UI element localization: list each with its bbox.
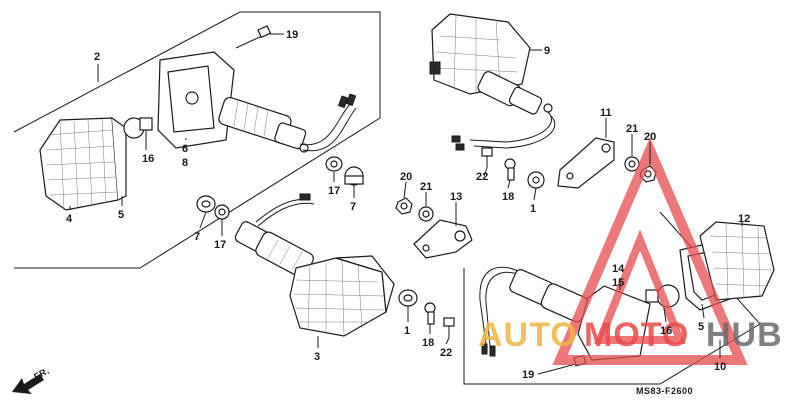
callout-18-lower: 18 <box>422 337 434 349</box>
front-left-bulb <box>123 117 153 150</box>
collar-7-left <box>196 195 216 213</box>
callout-8: 8 <box>182 157 188 169</box>
leader-lines <box>69 49 743 375</box>
part-code: MS83-F2600 <box>636 386 693 396</box>
callout-18-upper: 18 <box>502 191 514 203</box>
callout-17-top: 17 <box>328 185 340 197</box>
bolt-18-upper <box>504 158 516 181</box>
callout-13: 13 <box>450 191 462 203</box>
callout-20-lower: 20 <box>400 171 412 183</box>
callout-12: 12 <box>738 213 750 225</box>
callout-10: 10 <box>714 361 726 373</box>
front-left-housing <box>157 51 357 153</box>
callout-4: 4 <box>66 213 73 225</box>
svg-text:MOTO: MOTO <box>584 316 689 354</box>
callout-16-left: 16 <box>142 153 154 165</box>
bracket-11 <box>557 137 615 189</box>
front-direction-marker: FR. <box>12 365 51 394</box>
svg-text:AUTO: AUTO <box>478 316 578 354</box>
callout-11: 11 <box>600 107 612 119</box>
assembly-2-outline <box>13 11 381 269</box>
callout-5-left: 5 <box>118 209 124 221</box>
rear-left-indicator <box>234 193 395 337</box>
bolt-22-lower <box>443 317 455 338</box>
callout-22-upper: 22 <box>476 171 488 183</box>
callout-22-lower: 22 <box>440 347 452 359</box>
callout-3: 3 <box>314 351 320 363</box>
callout-2: 2 <box>94 51 100 63</box>
callout-17-left: 17 <box>214 239 226 251</box>
callout-6: 6 <box>182 143 188 155</box>
screw-19-top <box>235 25 284 49</box>
callout-19-bottom: 19 <box>522 369 534 381</box>
grommet-17-left <box>214 204 230 220</box>
callout-19-top: 19 <box>286 29 298 41</box>
callout-20-upper: 20 <box>644 131 656 143</box>
callout-9: 9 <box>544 45 550 57</box>
callout-15: 15 <box>612 277 624 289</box>
callout-21-lower: 21 <box>420 181 432 193</box>
callout-21-upper: 21 <box>626 123 638 135</box>
callout-1-lower: 1 <box>404 325 410 337</box>
grommet-1-lower <box>398 289 418 307</box>
collar-7-top <box>344 166 364 186</box>
callout-16-right: 16 <box>660 325 672 337</box>
bolt-18-lower <box>424 302 436 325</box>
rear-right-lens <box>699 221 775 301</box>
callout-7-left: 7 <box>194 231 200 243</box>
grommet-17-top <box>325 156 343 172</box>
front-left-lens <box>39 117 127 211</box>
callout-labels: 2 19 16 6 8 4 5 17 7 7 17 3 9 11 21 20 2… <box>66 29 750 381</box>
callout-7-top: 7 <box>350 201 356 213</box>
washer-21-lower <box>418 206 434 222</box>
svg-text:HUB: HUB <box>706 316 783 354</box>
bolt-22-upper <box>481 147 493 168</box>
nut-20-lower <box>395 197 413 215</box>
washer-21-upper <box>624 156 640 172</box>
callout-14: 14 <box>612 263 625 275</box>
callout-1-upper: 1 <box>530 203 536 215</box>
grommet-1-upper <box>527 171 545 189</box>
front-right-indicator <box>429 13 556 151</box>
bracket-13 <box>413 219 473 259</box>
watermark-text: AUTO MOTO HUB <box>478 316 783 354</box>
callout-5-right: 5 <box>698 321 704 333</box>
